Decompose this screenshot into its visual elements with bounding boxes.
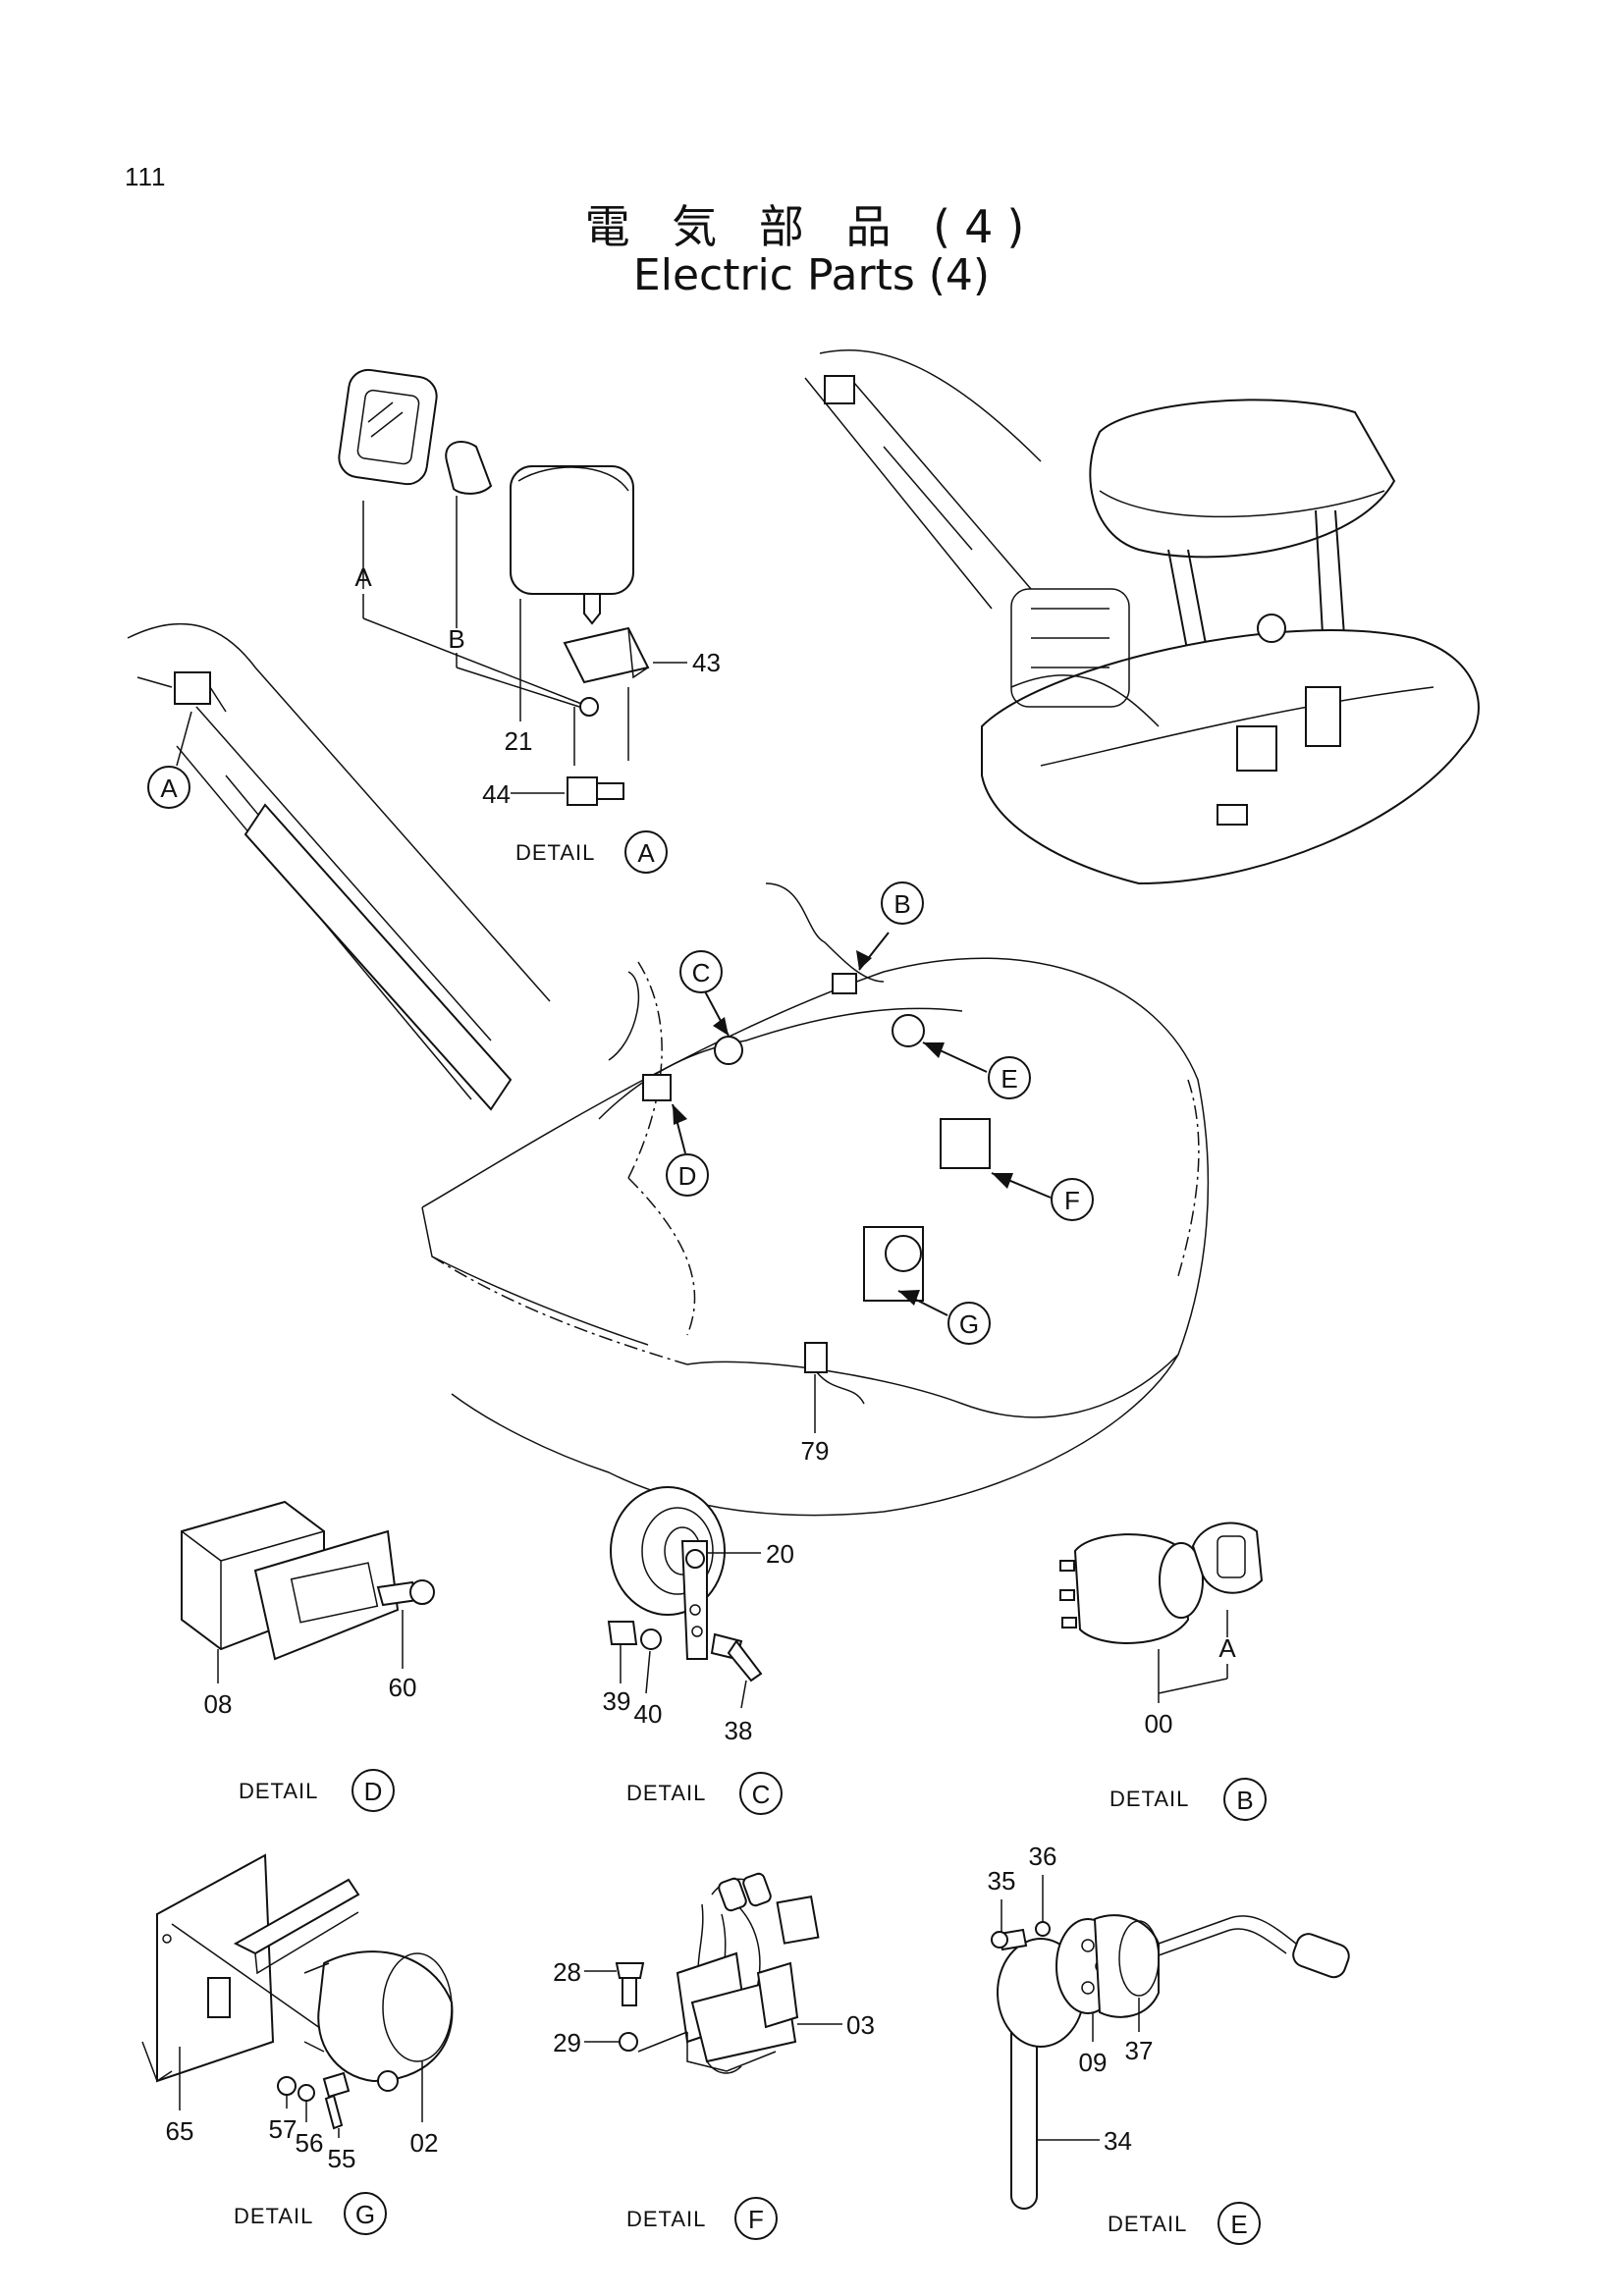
main-cab-illustration (127, 622, 1210, 1517)
detail-e-part-37: 37 (1125, 2036, 1154, 2065)
detail-b-caption: DETAIL (1109, 1787, 1189, 1811)
detail-a-caption: DETAIL (515, 840, 595, 865)
callout-e-label: E (1001, 1064, 1017, 1094)
page-title-japanese: 電 気 部 品 (4) (584, 200, 1039, 253)
detail-g-letter: G (355, 2200, 375, 2229)
detail-a-illustration (338, 368, 650, 684)
detail-g-part-57: 57 (269, 2114, 298, 2144)
callout-c-label: C (692, 958, 711, 988)
detail-c-part-38: 38 (725, 1716, 753, 1745)
callout-f-label: F (1064, 1186, 1080, 1215)
page-number: 111 (125, 162, 167, 191)
detail-g-part-65: 65 (166, 2116, 194, 2146)
detail-a-letter: A (637, 838, 655, 868)
detail-f-letter: F (748, 2205, 764, 2234)
detail-e-part-36: 36 (1029, 1842, 1057, 1871)
detail-b-letter: B (1236, 1786, 1253, 1815)
callout-a-circle (147, 766, 190, 809)
page-title-english: Electric Parts (4) (632, 250, 991, 300)
detail-f-illustration (676, 1872, 820, 2074)
detail-g-illustration (141, 1853, 454, 2130)
detail-e-part-34: 34 (1104, 2126, 1132, 2156)
callout-a-label: A (160, 774, 178, 803)
detail-c-illustration (607, 1486, 763, 1682)
detail-a-ref-b: B (448, 624, 464, 654)
callout-d-label: D (678, 1161, 697, 1191)
detail-a-part-43: 43 (692, 648, 721, 677)
callout-g-label: G (959, 1309, 979, 1339)
detail-c-part-40: 40 (634, 1699, 663, 1729)
detail-a-ref-a: A (354, 562, 372, 592)
detail-e-letter: E (1230, 2210, 1247, 2239)
detail-b-illustration (1059, 1522, 1264, 1644)
detail-b-part-00: 00 (1145, 1709, 1173, 1738)
detail-c-caption: DETAIL (626, 1781, 706, 1805)
detail-g-caption: DETAIL (234, 2204, 313, 2228)
detail-b-ref-a: A (1218, 1633, 1236, 1663)
overview-lamp-a (174, 671, 211, 705)
detail-f-caption: DETAIL (626, 2207, 706, 2231)
detail-d-part-08: 08 (204, 1689, 233, 1719)
detail-d-letter: D (364, 1777, 383, 1806)
callout-b-label: B (893, 889, 910, 919)
detail-f-part-03: 03 (846, 2010, 875, 2040)
detail-a-part-44: 44 (482, 779, 511, 809)
detail-c-letter: C (752, 1780, 771, 1809)
detail-e-part-35: 35 (988, 1866, 1016, 1896)
detail-g-part-55: 55 (328, 2144, 356, 2173)
detail-e-part-09: 09 (1079, 2048, 1108, 2077)
detail-e-illustration (991, 1914, 1350, 2210)
detail-g-part-02: 02 (410, 2128, 439, 2158)
detail-d-illustration (181, 1500, 435, 1661)
detail-f-part-28: 28 (553, 1957, 581, 1987)
detail-d-caption: DETAIL (239, 1779, 318, 1803)
detail-c-part-39: 39 (603, 1686, 631, 1716)
detail-d-part-60: 60 (389, 1673, 417, 1702)
detail-a-part-21: 21 (505, 726, 533, 756)
detail-g-part-56: 56 (296, 2128, 324, 2158)
part-79-label: 79 (801, 1436, 830, 1466)
detail-c-part-20: 20 (766, 1539, 794, 1569)
detail-f-part-29: 29 (553, 2028, 581, 2057)
detail-e-caption: DETAIL (1108, 2212, 1187, 2236)
machine-overview-illustration (804, 349, 1480, 885)
